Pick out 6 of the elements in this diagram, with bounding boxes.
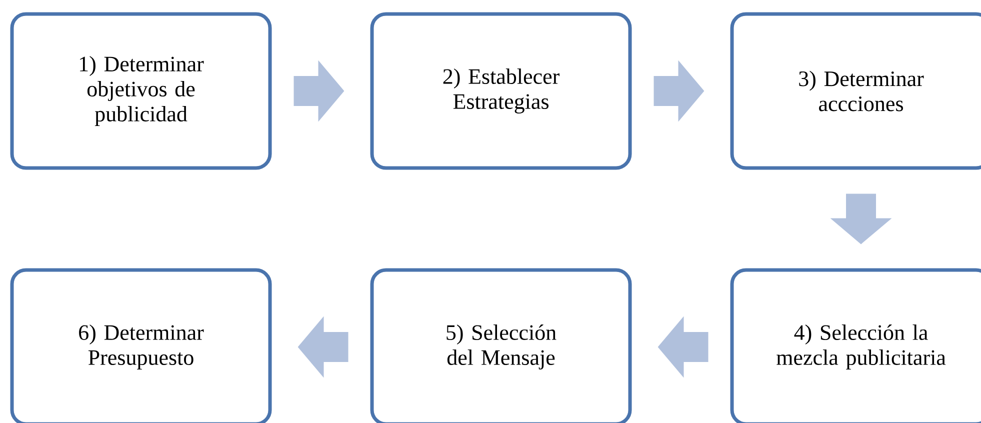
process-box: 2) Establecer Estrategias xyxy=(370,12,632,170)
process-box: 5) Selección del Mensaje xyxy=(370,268,632,423)
process-box: 6) Determinar Presupuesto xyxy=(10,268,272,423)
process-box: 3) Determinar accciones xyxy=(730,12,981,170)
process-box: 4) Selección la mezcla publicitaria xyxy=(730,268,981,423)
process-box: 1) Determinar objetivos de publicidad xyxy=(10,12,272,170)
